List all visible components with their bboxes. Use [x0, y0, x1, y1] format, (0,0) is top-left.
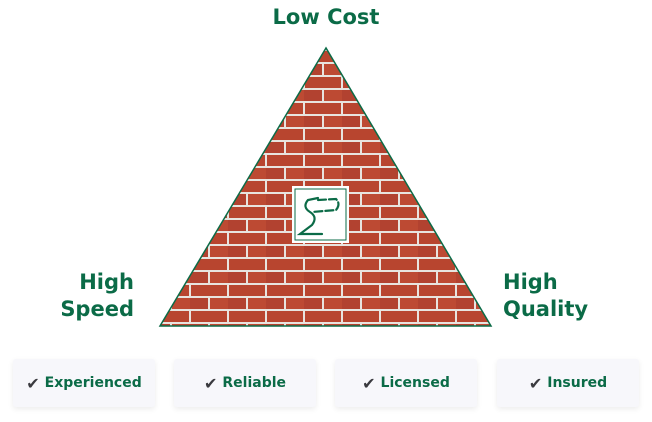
- feature-label: Experienced: [44, 375, 142, 391]
- feature-label: Licensed: [380, 375, 450, 391]
- feature-card-reliable: ✔Reliable: [174, 359, 316, 407]
- label-high-speed: High Speed: [60, 269, 134, 323]
- check-icon: ✔: [362, 373, 376, 393]
- check-icon: ✔: [203, 373, 218, 393]
- feature-card-experienced: ✔Experienced: [13, 359, 155, 407]
- label-line: High: [79, 270, 134, 294]
- feature-card-insured: ✔Insured: [497, 359, 639, 407]
- sp-logo-icon: [292, 186, 349, 243]
- label-line: Speed: [60, 297, 134, 321]
- label-line: High: [503, 270, 558, 294]
- feature-card-licensed: ✔Licensed: [335, 359, 477, 407]
- label-line: Quality: [503, 297, 589, 321]
- label-low-cost: Low Cost: [272, 5, 380, 29]
- check-icon: ✔: [528, 373, 543, 393]
- feature-label: Insured: [547, 375, 608, 391]
- label-high-quality: High Quality: [503, 269, 588, 323]
- check-icon: ✔: [26, 373, 40, 393]
- feature-label: Reliable: [222, 375, 287, 391]
